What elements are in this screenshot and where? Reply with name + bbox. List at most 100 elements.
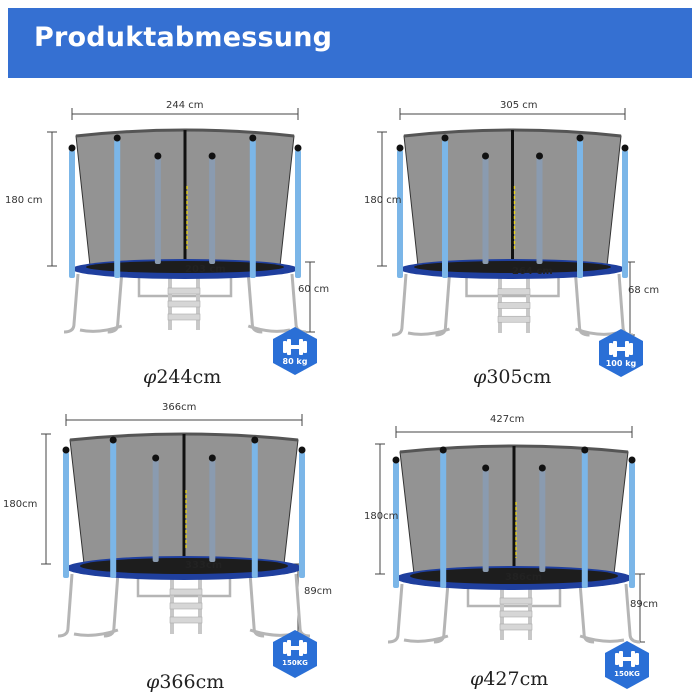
pole-cap: [439, 446, 447, 454]
frame-base: [73, 628, 119, 637]
width-dimension: 366cm: [162, 402, 197, 413]
frame-leg: [290, 273, 307, 334]
diameter-value: 427cm: [483, 668, 549, 690]
pole-cap: [152, 454, 160, 462]
load-badge: 150KG: [273, 630, 317, 678]
width-dimension: 305 cm: [500, 100, 538, 111]
enclosure-pole: [539, 470, 546, 572]
pole-cap: [538, 464, 546, 472]
ladder-step: [499, 610, 533, 618]
frame-rear-leg: [137, 278, 233, 298]
enclosure-pole: [154, 158, 161, 264]
diameter-caption: φ427cm: [470, 668, 548, 690]
ladder-step: [497, 302, 531, 309]
trampoline-illustration: [41, 414, 311, 638]
pole-cap: [208, 152, 216, 160]
frame-height-dimension: 89cm: [304, 586, 332, 597]
enclosure-pole: [440, 452, 447, 588]
diameter-value: 305cm: [486, 366, 552, 388]
width-dimension: 244 cm: [166, 100, 204, 111]
load-badge: 150KG: [605, 641, 649, 689]
load-badge: 80 kg: [273, 327, 317, 375]
pole-cap: [109, 436, 117, 444]
pole-cap: [62, 446, 70, 454]
enclosure-pole: [209, 460, 216, 562]
frame-rear-leg: [136, 578, 232, 598]
frame-leg: [387, 583, 404, 644]
pole-cap: [113, 134, 121, 142]
pole-cap: [628, 456, 636, 464]
frame-leg: [63, 273, 80, 334]
diameter-value: 366cm: [159, 671, 225, 693]
pole-cap: [251, 436, 259, 444]
dumbbell-icon: [283, 339, 307, 355]
max-load-label: 80 kg: [282, 357, 308, 366]
enclosure-pole: [482, 158, 489, 264]
load-badge: 100 kg: [599, 329, 643, 377]
enclosure-pole: [209, 158, 216, 264]
frame-leg: [433, 583, 450, 644]
ladder-step: [497, 288, 531, 296]
height-dimension: 180 cm: [5, 195, 43, 206]
height-dimension: 180cm: [364, 511, 399, 522]
diameter-symbol: φ: [473, 366, 487, 388]
enclosure-pole: [69, 150, 75, 278]
enclosure-pole: [152, 460, 159, 562]
frame-leg: [107, 273, 124, 334]
product-panel-244: 244 cm 180 cm 203 cm 60 cm φ244cm 80 kg: [0, 92, 350, 392]
max-load-label: 150KG: [614, 670, 640, 678]
frame-leg: [617, 273, 634, 337]
pole-cap: [576, 134, 584, 142]
enclosure-pole: [393, 462, 399, 588]
enclosure-pole: [114, 140, 121, 278]
pole-cap: [482, 152, 489, 160]
mat-dimension: 386cm: [505, 572, 543, 583]
height-dimension: 180 cm: [364, 195, 402, 206]
diameter-caption: φ244cm: [143, 366, 221, 388]
frame-leg: [574, 273, 590, 337]
pole-cap: [208, 454, 216, 462]
diameter-caption: φ366cm: [146, 671, 224, 693]
frame-height-dimension: 60 cm: [298, 284, 330, 295]
max-load-label: 150KG: [282, 659, 308, 667]
jump-mat: [414, 261, 611, 273]
ladder-step: [497, 315, 531, 323]
frame-leg: [103, 573, 120, 638]
product-panel-305: 305 cm 180 cm 264 cm 68 cm φ305cm 100 kg: [350, 92, 700, 392]
jump-mat: [80, 558, 288, 574]
frame-leg: [57, 573, 74, 638]
jump-mat: [410, 568, 618, 584]
frame-leg: [435, 273, 451, 337]
dumbbell-icon: [283, 640, 307, 656]
frame-rear-leg: [465, 278, 560, 298]
frame-leg: [578, 583, 595, 644]
enclosure-pole: [295, 150, 301, 278]
frame-base: [247, 324, 291, 333]
enclosure-pole: [299, 452, 305, 578]
diameter-value: 244cm: [156, 366, 222, 388]
pole-cap: [154, 152, 162, 160]
pole-cap: [621, 144, 629, 152]
pole-cap: [68, 144, 76, 152]
diameter-symbol: φ: [143, 366, 157, 388]
trampoline-illustration: [377, 108, 635, 337]
pole-cap: [392, 456, 400, 464]
max-load-label: 100 kg: [605, 359, 637, 368]
enclosure-pole: [249, 140, 256, 278]
frame-leg: [624, 583, 641, 644]
mat-dimension: 333cm: [185, 560, 223, 571]
pole-cap: [294, 144, 302, 152]
frame-height-dimension: 89cm: [630, 599, 658, 610]
mat-dimension: 264 cm: [512, 266, 553, 277]
ladder-step: [167, 313, 201, 321]
frame-rear-leg: [466, 588, 562, 608]
pole-cap: [536, 152, 543, 160]
frame-leg: [246, 273, 263, 334]
pole-cap: [249, 134, 257, 142]
diameter-symbol: φ: [146, 671, 160, 693]
mat-dimension: 203 cm: [185, 264, 226, 275]
frame-leg: [248, 573, 265, 638]
pole-cap: [441, 134, 449, 142]
width-dimension: 427cm: [490, 414, 525, 425]
header-banner: Produktabmessung: [8, 8, 692, 78]
